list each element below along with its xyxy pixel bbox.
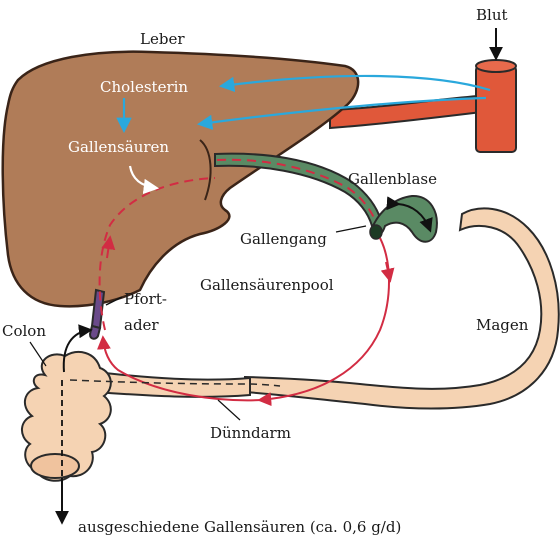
bile-duct-label: Gallengang — [240, 230, 327, 248]
bile-duct-dash — [216, 158, 377, 223]
bile-duct-shape — [214, 152, 384, 228]
cycle-right-side — [257, 237, 390, 407]
intestine-dashed — [69, 379, 281, 387]
cholesterol-label: Cholesterin — [100, 78, 188, 96]
excreted-label: ausgeschiedene Gallensäuren (ca. 0,6 g/d… — [78, 518, 401, 536]
bile-duct-leader — [335, 225, 367, 233]
stomach-label: Magen — [476, 316, 529, 334]
bile-acid-pool-label: Gallensäurenpool — [200, 276, 334, 294]
portal-vein-label-2: ader — [124, 316, 159, 334]
portal-vein-lower — [88, 324, 102, 340]
small-intestine-label: Dünndarm — [210, 424, 291, 442]
colon-label: Colon — [2, 322, 46, 340]
cycle-arrow-up — [101, 235, 116, 259]
blood-vessel-top — [475, 59, 517, 73]
bile-duct-end — [369, 224, 383, 240]
colon-leader — [29, 341, 47, 367]
cycle-right-arrow — [380, 261, 395, 283]
gallbladder-arrow — [386, 196, 433, 233]
portal-vein-leader — [105, 296, 123, 306]
bile-acids-label: Gallensäuren — [68, 138, 169, 156]
colon-opening — [30, 453, 80, 479]
cycle-bottom — [96, 335, 263, 402]
liver-lobe-line — [199, 139, 212, 201]
blood-vessel-cylinder — [475, 65, 517, 153]
cycle-liver-dashed — [98, 177, 216, 331]
gallbladder-label: Gallenblase — [348, 170, 437, 188]
liver-label: Leber — [140, 30, 185, 48]
blue-arrow-cholesterol — [218, 74, 491, 93]
portal-vein-label-1: Pfort- — [124, 290, 167, 308]
colon-shape — [21, 351, 112, 482]
white-arrow-to-pool — [128, 165, 160, 195]
blue-arrow-bileacids — [196, 96, 487, 131]
blood-label: Blut — [476, 6, 508, 24]
small-intestine-leader — [217, 399, 241, 421]
colon-to-portal-arrow — [62, 324, 93, 373]
blood-vessel-shape — [329, 94, 484, 130]
